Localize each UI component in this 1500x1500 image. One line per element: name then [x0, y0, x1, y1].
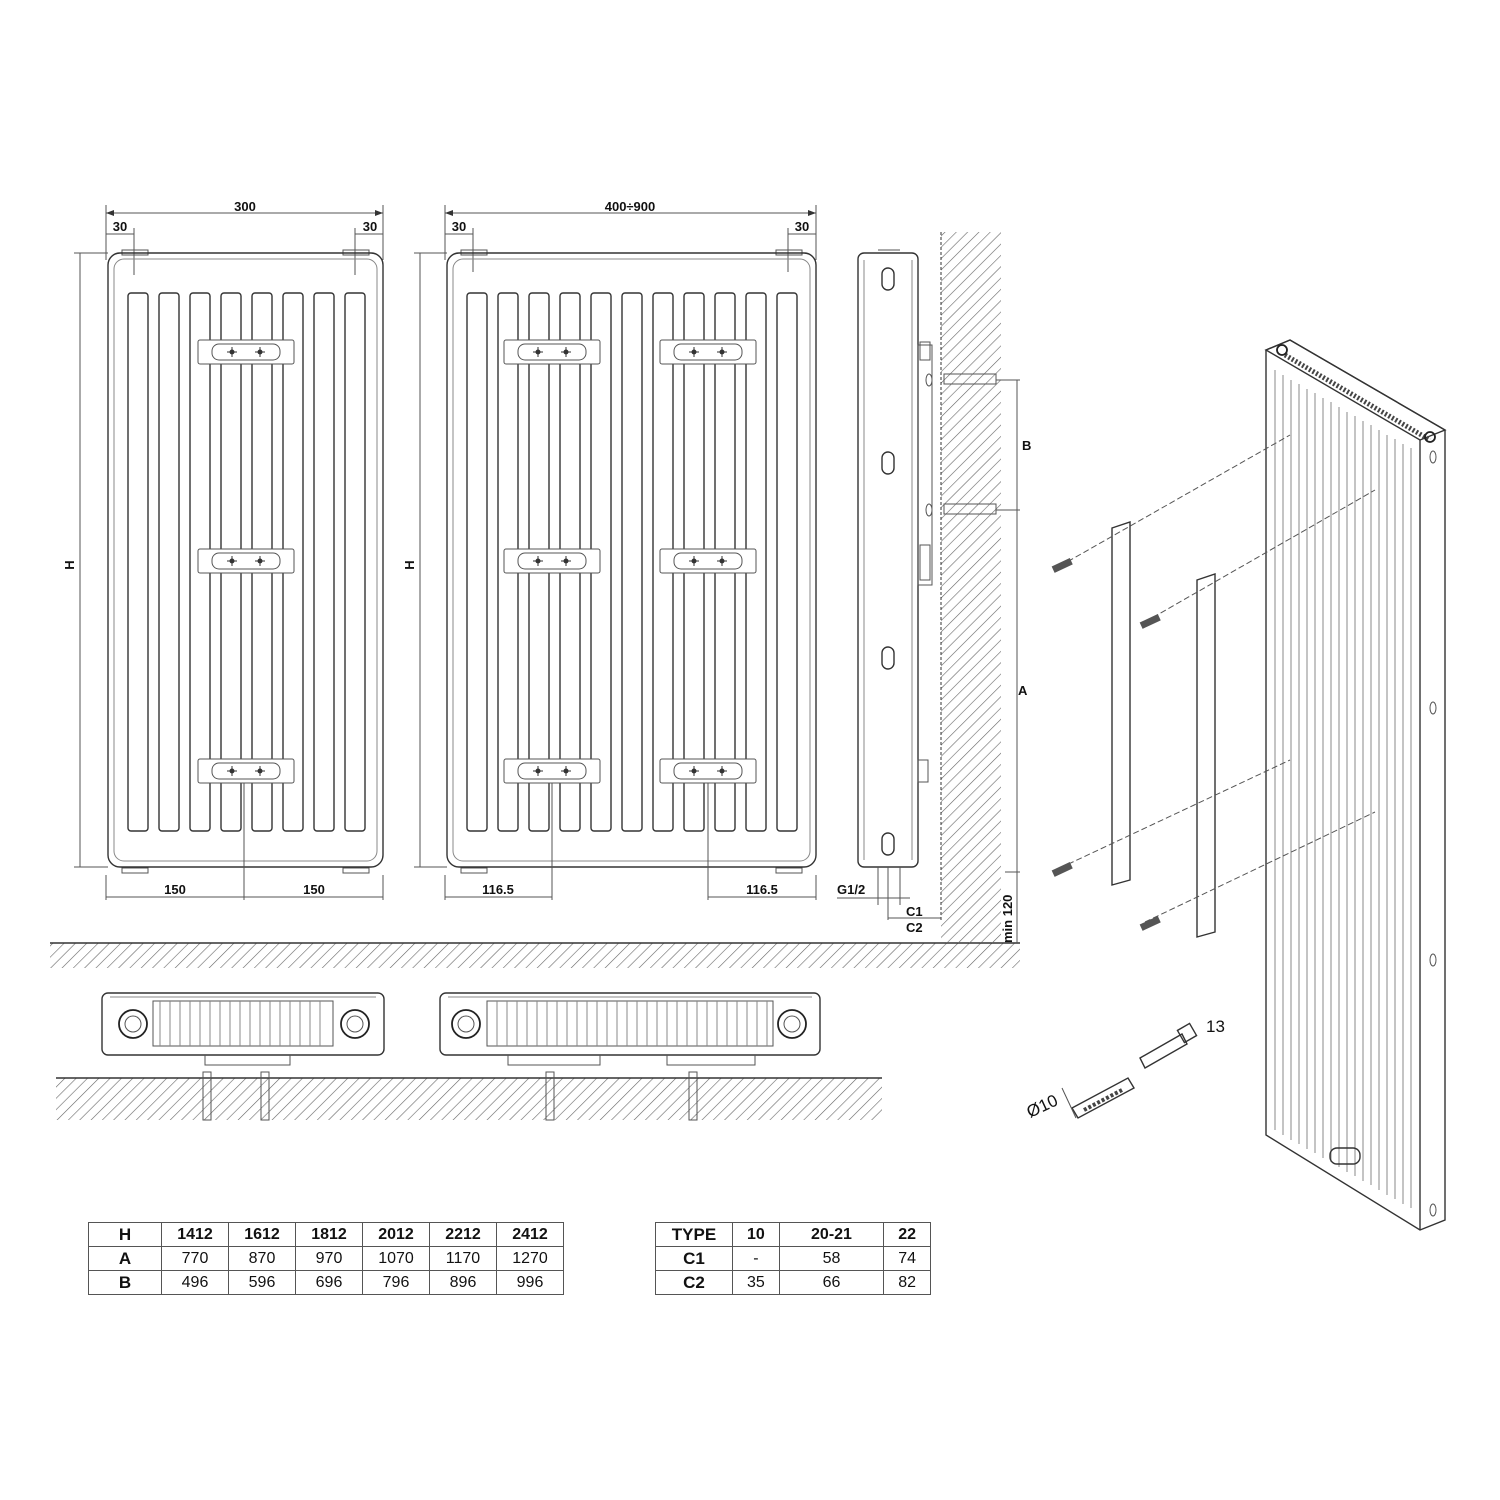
table-cell: B [88, 1270, 162, 1295]
bottom-left-label: 116.5 [482, 882, 514, 897]
isometric-view: Ø10 13 [1024, 339, 1447, 1231]
table-row: C1 - 58 74 [655, 1246, 931, 1271]
label-a: A [1018, 683, 1028, 698]
connection-label: G1/2 [837, 882, 865, 897]
table-cell: A [88, 1246, 162, 1271]
bottom-left-label: 150 [164, 882, 186, 897]
table-cell: 1612 [228, 1222, 296, 1247]
screw-label: 13 [1206, 1017, 1225, 1036]
table-cell: 2012 [362, 1222, 430, 1247]
dowel-label: Ø10 [1024, 1091, 1061, 1122]
table-cell: 22 [883, 1222, 931, 1247]
width-label: 300 [234, 199, 256, 214]
bottom-right-label: 150 [303, 882, 325, 897]
bottom-right-label: 116.5 [746, 882, 778, 897]
table-cell: - [732, 1246, 780, 1271]
table-cell: 58 [778, 1246, 885, 1271]
table-cell: 1170 [429, 1246, 497, 1271]
table-cell: 1412 [161, 1222, 229, 1247]
table-cell: 2412 [496, 1222, 564, 1247]
table-row: A 770 870 970 1070 1170 1270 [88, 1246, 564, 1271]
min-120-label: min 120 [1000, 895, 1015, 943]
table-cell: 796 [362, 1270, 430, 1295]
table-cell: 2212 [429, 1222, 497, 1247]
label-b: B [1022, 438, 1031, 453]
table-cell: C1 [655, 1246, 733, 1271]
table-cell: 1270 [496, 1246, 564, 1271]
c2-label: C2 [906, 920, 923, 935]
table-cell: 66 [778, 1270, 885, 1295]
table-cell: 10 [732, 1222, 780, 1247]
front-view-double: 400÷900 30 30 H [402, 199, 817, 900]
table-row: B 496 596 696 796 896 996 [88, 1270, 564, 1295]
type-table: TYPE 10 20-21 22 C1 - 58 74 C2 35 66 82 [655, 1222, 931, 1295]
table-cell: 770 [161, 1246, 229, 1271]
dimension-table: H 1412 1612 1812 2012 2212 2412 A 770 87… [88, 1222, 564, 1295]
width-label: 400÷900 [605, 199, 656, 214]
table-cell: 74 [883, 1246, 931, 1271]
c1-label: C1 [906, 904, 923, 919]
table-cell: 82 [883, 1270, 931, 1295]
table-cell: 696 [295, 1270, 363, 1295]
left-offset-label: 30 [113, 219, 127, 234]
table-cell: 1070 [362, 1246, 430, 1271]
table-cell: 970 [295, 1246, 363, 1271]
height-label: H [62, 560, 77, 569]
table-cell: 896 [429, 1270, 497, 1295]
table-cell: 596 [228, 1270, 296, 1295]
table-cell: 35 [732, 1270, 780, 1295]
table-cell: 996 [496, 1270, 564, 1295]
table-row: TYPE 10 20-21 22 [655, 1222, 931, 1247]
table-cell: H [88, 1222, 162, 1247]
table-cell: 496 [161, 1270, 229, 1295]
table-cell: TYPE [655, 1222, 733, 1247]
table-cell: 20-21 [778, 1222, 885, 1247]
table-row: H 1412 1612 1812 2012 2212 2412 [88, 1222, 564, 1247]
left-offset-label: 30 [452, 219, 466, 234]
front-view-single: 300 30 30 H [62, 199, 384, 900]
table-cell: 870 [228, 1246, 296, 1271]
right-offset-label: 30 [363, 219, 377, 234]
height-label: H [402, 560, 417, 569]
table-row: C2 35 66 82 [655, 1270, 931, 1295]
table-cell: C2 [655, 1270, 733, 1295]
side-view: B A min 120 G1/2 C1 C2 [50, 232, 1031, 968]
right-offset-label: 30 [795, 219, 809, 234]
top-views [56, 992, 882, 1121]
table-cell: 1812 [295, 1222, 363, 1247]
